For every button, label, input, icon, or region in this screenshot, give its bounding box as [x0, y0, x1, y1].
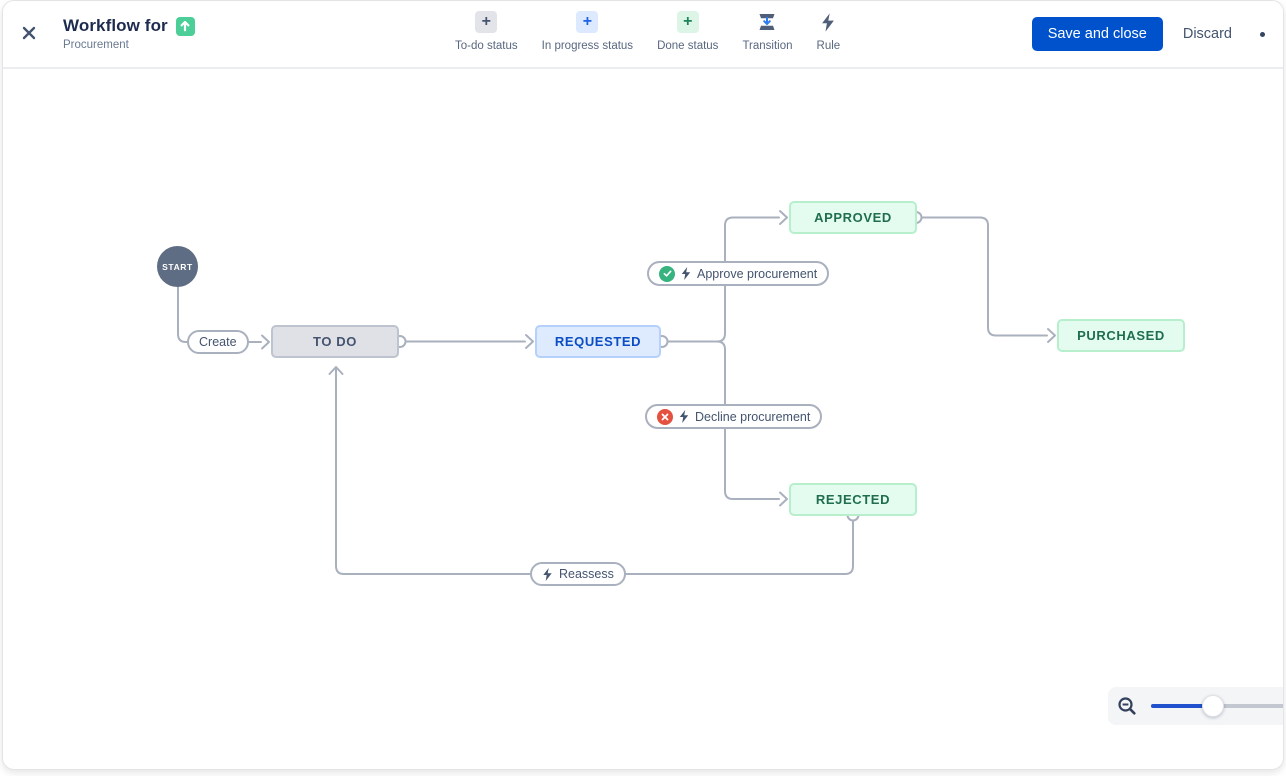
page-subtitle: Procurement	[63, 39, 129, 51]
toolbar-item-todo-status[interactable]: + To-do status	[455, 11, 518, 52]
zoom-slider-thumb[interactable]	[1202, 695, 1224, 717]
lightning-icon	[679, 410, 689, 423]
header-actions: Save and close Discard	[1031, 17, 1265, 51]
transition-create[interactable]: Create	[187, 330, 249, 354]
lightning-icon	[817, 11, 839, 33]
plus-icon-gray: +	[475, 11, 498, 33]
toolbar-label: Done status	[657, 40, 719, 52]
improvement-icon	[175, 16, 195, 36]
transition-approve-label: Approve procurement	[697, 266, 818, 281]
node-status-requested[interactable]: REQUESTED	[535, 325, 661, 358]
connector-approved-purchased[interactable]	[920, 216, 1056, 343]
node-status-todo[interactable]: TO DO	[271, 325, 399, 358]
plus-icon-blue: +	[576, 11, 599, 33]
transition-icon	[756, 11, 778, 33]
node-status-purchased[interactable]: PURCHASED	[1057, 319, 1185, 352]
toolbar-label: To-do status	[455, 40, 518, 52]
node-start[interactable]: START	[157, 246, 198, 287]
toolbar-label: Transition	[742, 40, 793, 52]
lightning-icon	[542, 567, 553, 581]
transition-reassess[interactable]: Reassess	[530, 562, 626, 586]
plus-icon-green: +	[676, 11, 699, 33]
transition-approve-procurement[interactable]: Approve procurement	[647, 261, 830, 286]
toolbar-item-rule[interactable]: Rule	[816, 11, 841, 52]
toolbar-label: Rule	[816, 40, 841, 52]
lightning-icon	[681, 267, 691, 280]
zoom-panel	[1108, 687, 1283, 725]
zoom-slider-fill	[1151, 704, 1214, 708]
check-circle-icon	[659, 265, 675, 282]
toolbar-item-done-status[interactable]: + Done status	[657, 11, 718, 52]
transition-create-label: Create	[199, 335, 237, 349]
discard-button[interactable]: Discard	[1177, 26, 1238, 42]
page-title: Workflow for	[63, 16, 168, 35]
editor-header: Workflow for Procurement + To-do status …	[3, 1, 1283, 69]
toolbar-item-inprogress-status[interactable]: + In progress status	[542, 11, 633, 52]
toolbar: + To-do status + In progress status + Do…	[455, 11, 840, 52]
workflow-canvas[interactable]: START TO DO REQUESTED APPROVED PURCHASED…	[3, 1, 1283, 769]
connector-todo-requested[interactable]	[404, 334, 534, 349]
node-status-rejected[interactable]: REJECTED	[789, 483, 917, 516]
save-and-close-button[interactable]: Save and close	[1031, 17, 1163, 51]
node-status-approved[interactable]: APPROVED	[789, 201, 917, 234]
toolbar-item-transition[interactable]: Transition	[742, 11, 793, 52]
connector-layer	[177, 210, 1056, 575]
title-block: Workflow for Procurement	[63, 16, 195, 51]
x-circle-icon	[657, 408, 673, 425]
transition-reassess-label: Reassess	[559, 567, 614, 581]
toolbar-label: In progress status	[541, 40, 634, 52]
overflow-dot	[1260, 31, 1265, 37]
transition-decline-procurement[interactable]: Decline procurement	[645, 404, 823, 429]
zoom-out-icon[interactable]	[1118, 697, 1136, 715]
close-icon[interactable]	[21, 25, 41, 45]
connector-reassess[interactable]	[328, 366, 854, 575]
transition-decline-label: Decline procurement	[695, 409, 811, 424]
